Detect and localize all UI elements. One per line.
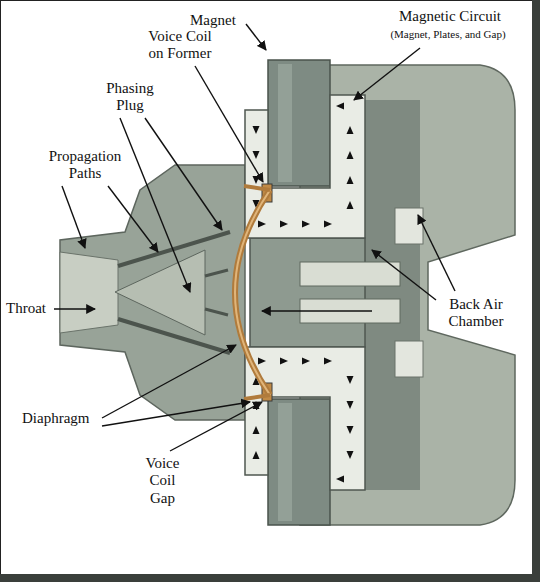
front-housing <box>60 165 245 420</box>
leader-line <box>145 118 222 230</box>
part-label: (Magnet, Plates, and Gap) <box>368 28 528 41</box>
leader-line <box>108 186 158 252</box>
leader-line <box>418 215 455 291</box>
propagation-slit <box>205 309 228 315</box>
part-label: Voice Coil Gap <box>140 455 185 507</box>
leader-line <box>372 250 436 300</box>
housing-block <box>395 341 423 377</box>
propagation-slit <box>205 270 228 276</box>
propagation-slit <box>118 319 230 353</box>
part-label: Voice Coil on Former <box>140 28 220 63</box>
propagation-slit <box>118 232 230 266</box>
part-label: Magnetic Circuit <box>395 8 505 25</box>
part-label: Phasing Plug <box>100 80 160 115</box>
throat-bore <box>60 252 118 333</box>
lower-magnet-assembly <box>245 347 365 525</box>
part-label: Magnet <box>190 12 250 29</box>
frame-shadow <box>532 0 540 582</box>
diaphragm-dome <box>235 190 270 395</box>
part-label: Diaphragm <box>22 410 104 427</box>
part-label: Propagation Paths <box>40 148 130 183</box>
leader-lines <box>54 24 455 451</box>
diaphragm-surround <box>244 395 270 399</box>
housing-cavity <box>365 100 420 490</box>
leader-line <box>170 402 262 451</box>
part-label: Throat <box>6 300 54 317</box>
leader-line <box>62 186 85 248</box>
leader-line <box>246 24 266 50</box>
pole-piece <box>250 238 365 347</box>
upper-magnet-assembly <box>245 60 365 238</box>
diaphragm-surround <box>244 186 270 190</box>
leader-line <box>54 308 95 309</box>
diaphragm-highlight <box>235 190 270 395</box>
leader-line <box>102 402 250 426</box>
housing-block <box>395 208 423 244</box>
part-label: Back Air Chamber <box>432 296 520 331</box>
frame-shadow <box>0 574 540 582</box>
leader-line <box>120 118 190 292</box>
back-air-opening <box>300 262 400 286</box>
leader-line <box>354 48 420 100</box>
leader-line <box>195 66 263 182</box>
leader-line <box>262 310 372 311</box>
